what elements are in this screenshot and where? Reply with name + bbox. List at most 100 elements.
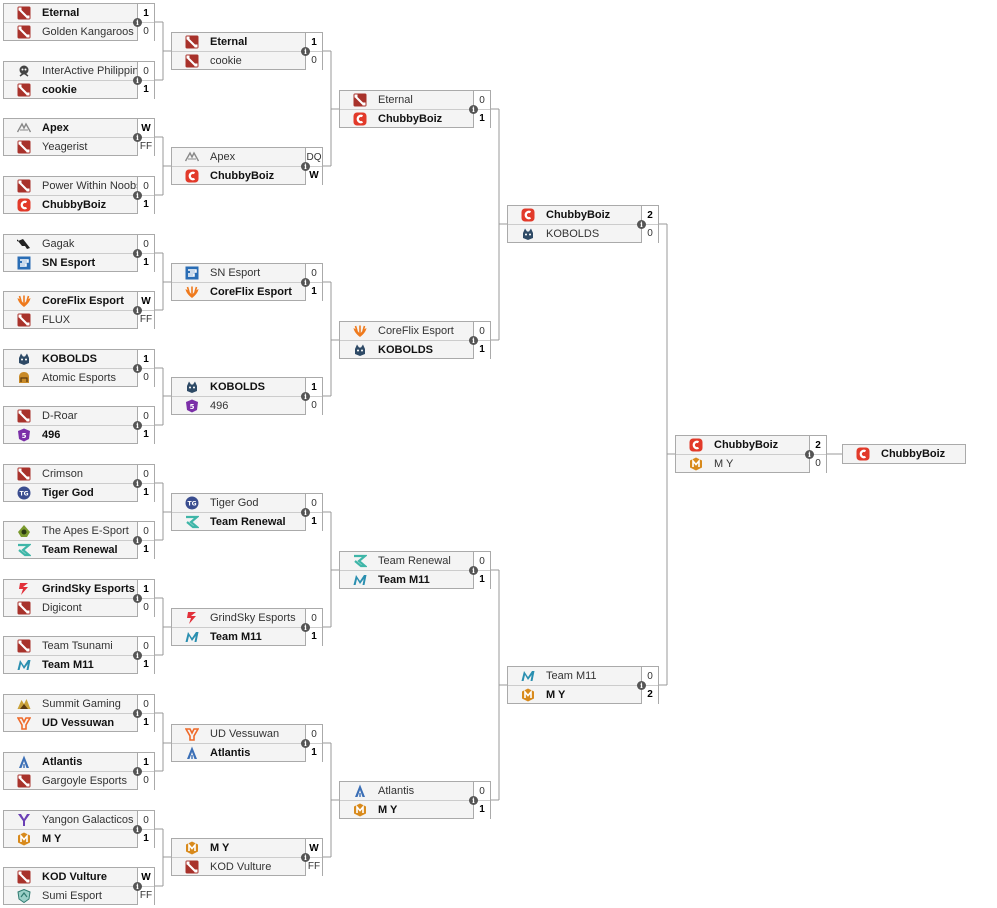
match-info-icon[interactable]: i	[133, 364, 142, 373]
match-info-icon[interactable]: i	[133, 767, 142, 776]
team-row-interactive-philippines[interactable]: InterActive Philippines0	[4, 62, 154, 80]
match-info-icon[interactable]: i	[301, 739, 310, 748]
match-info-icon[interactable]: i	[133, 536, 142, 545]
match-info-icon[interactable]: i	[301, 623, 310, 632]
match-info-icon[interactable]: i	[133, 18, 142, 27]
match-info-icon[interactable]: i	[133, 479, 142, 488]
match-info-icon[interactable]: i	[637, 681, 646, 690]
match-info-icon[interactable]: i	[469, 105, 478, 114]
match-info-icon[interactable]: i	[133, 882, 142, 891]
match-info-icon[interactable]: i	[805, 450, 814, 459]
match-info-icon[interactable]: i	[133, 825, 142, 834]
match-info-icon[interactable]: i	[301, 278, 310, 287]
match-round-1-2[interactable]: InterActive Philippines0cookie1i	[3, 61, 155, 99]
match-info-icon[interactable]: i	[133, 651, 142, 660]
match-info-icon[interactable]: i	[133, 249, 142, 258]
match-info-icon[interactable]: i	[301, 392, 310, 401]
match-info-icon[interactable]: i	[301, 47, 310, 56]
match-info-icon[interactable]: i	[301, 162, 310, 171]
match-info-icon[interactable]: i	[133, 133, 142, 142]
champion-box[interactable]: ChubbyBoiz	[842, 444, 966, 464]
match-info-icon[interactable]: i	[301, 508, 310, 517]
match-info-icon[interactable]: i	[133, 306, 142, 315]
match-info-icon[interactable]: i	[133, 191, 142, 200]
match-info-icon[interactable]: i	[133, 421, 142, 430]
match-info-icon[interactable]: i	[469, 566, 478, 575]
match-info-icon[interactable]: i	[133, 709, 142, 718]
match-info-icon[interactable]: i	[469, 796, 478, 805]
match-info-icon[interactable]: i	[301, 853, 310, 862]
match-info-icon[interactable]: i	[133, 76, 142, 85]
